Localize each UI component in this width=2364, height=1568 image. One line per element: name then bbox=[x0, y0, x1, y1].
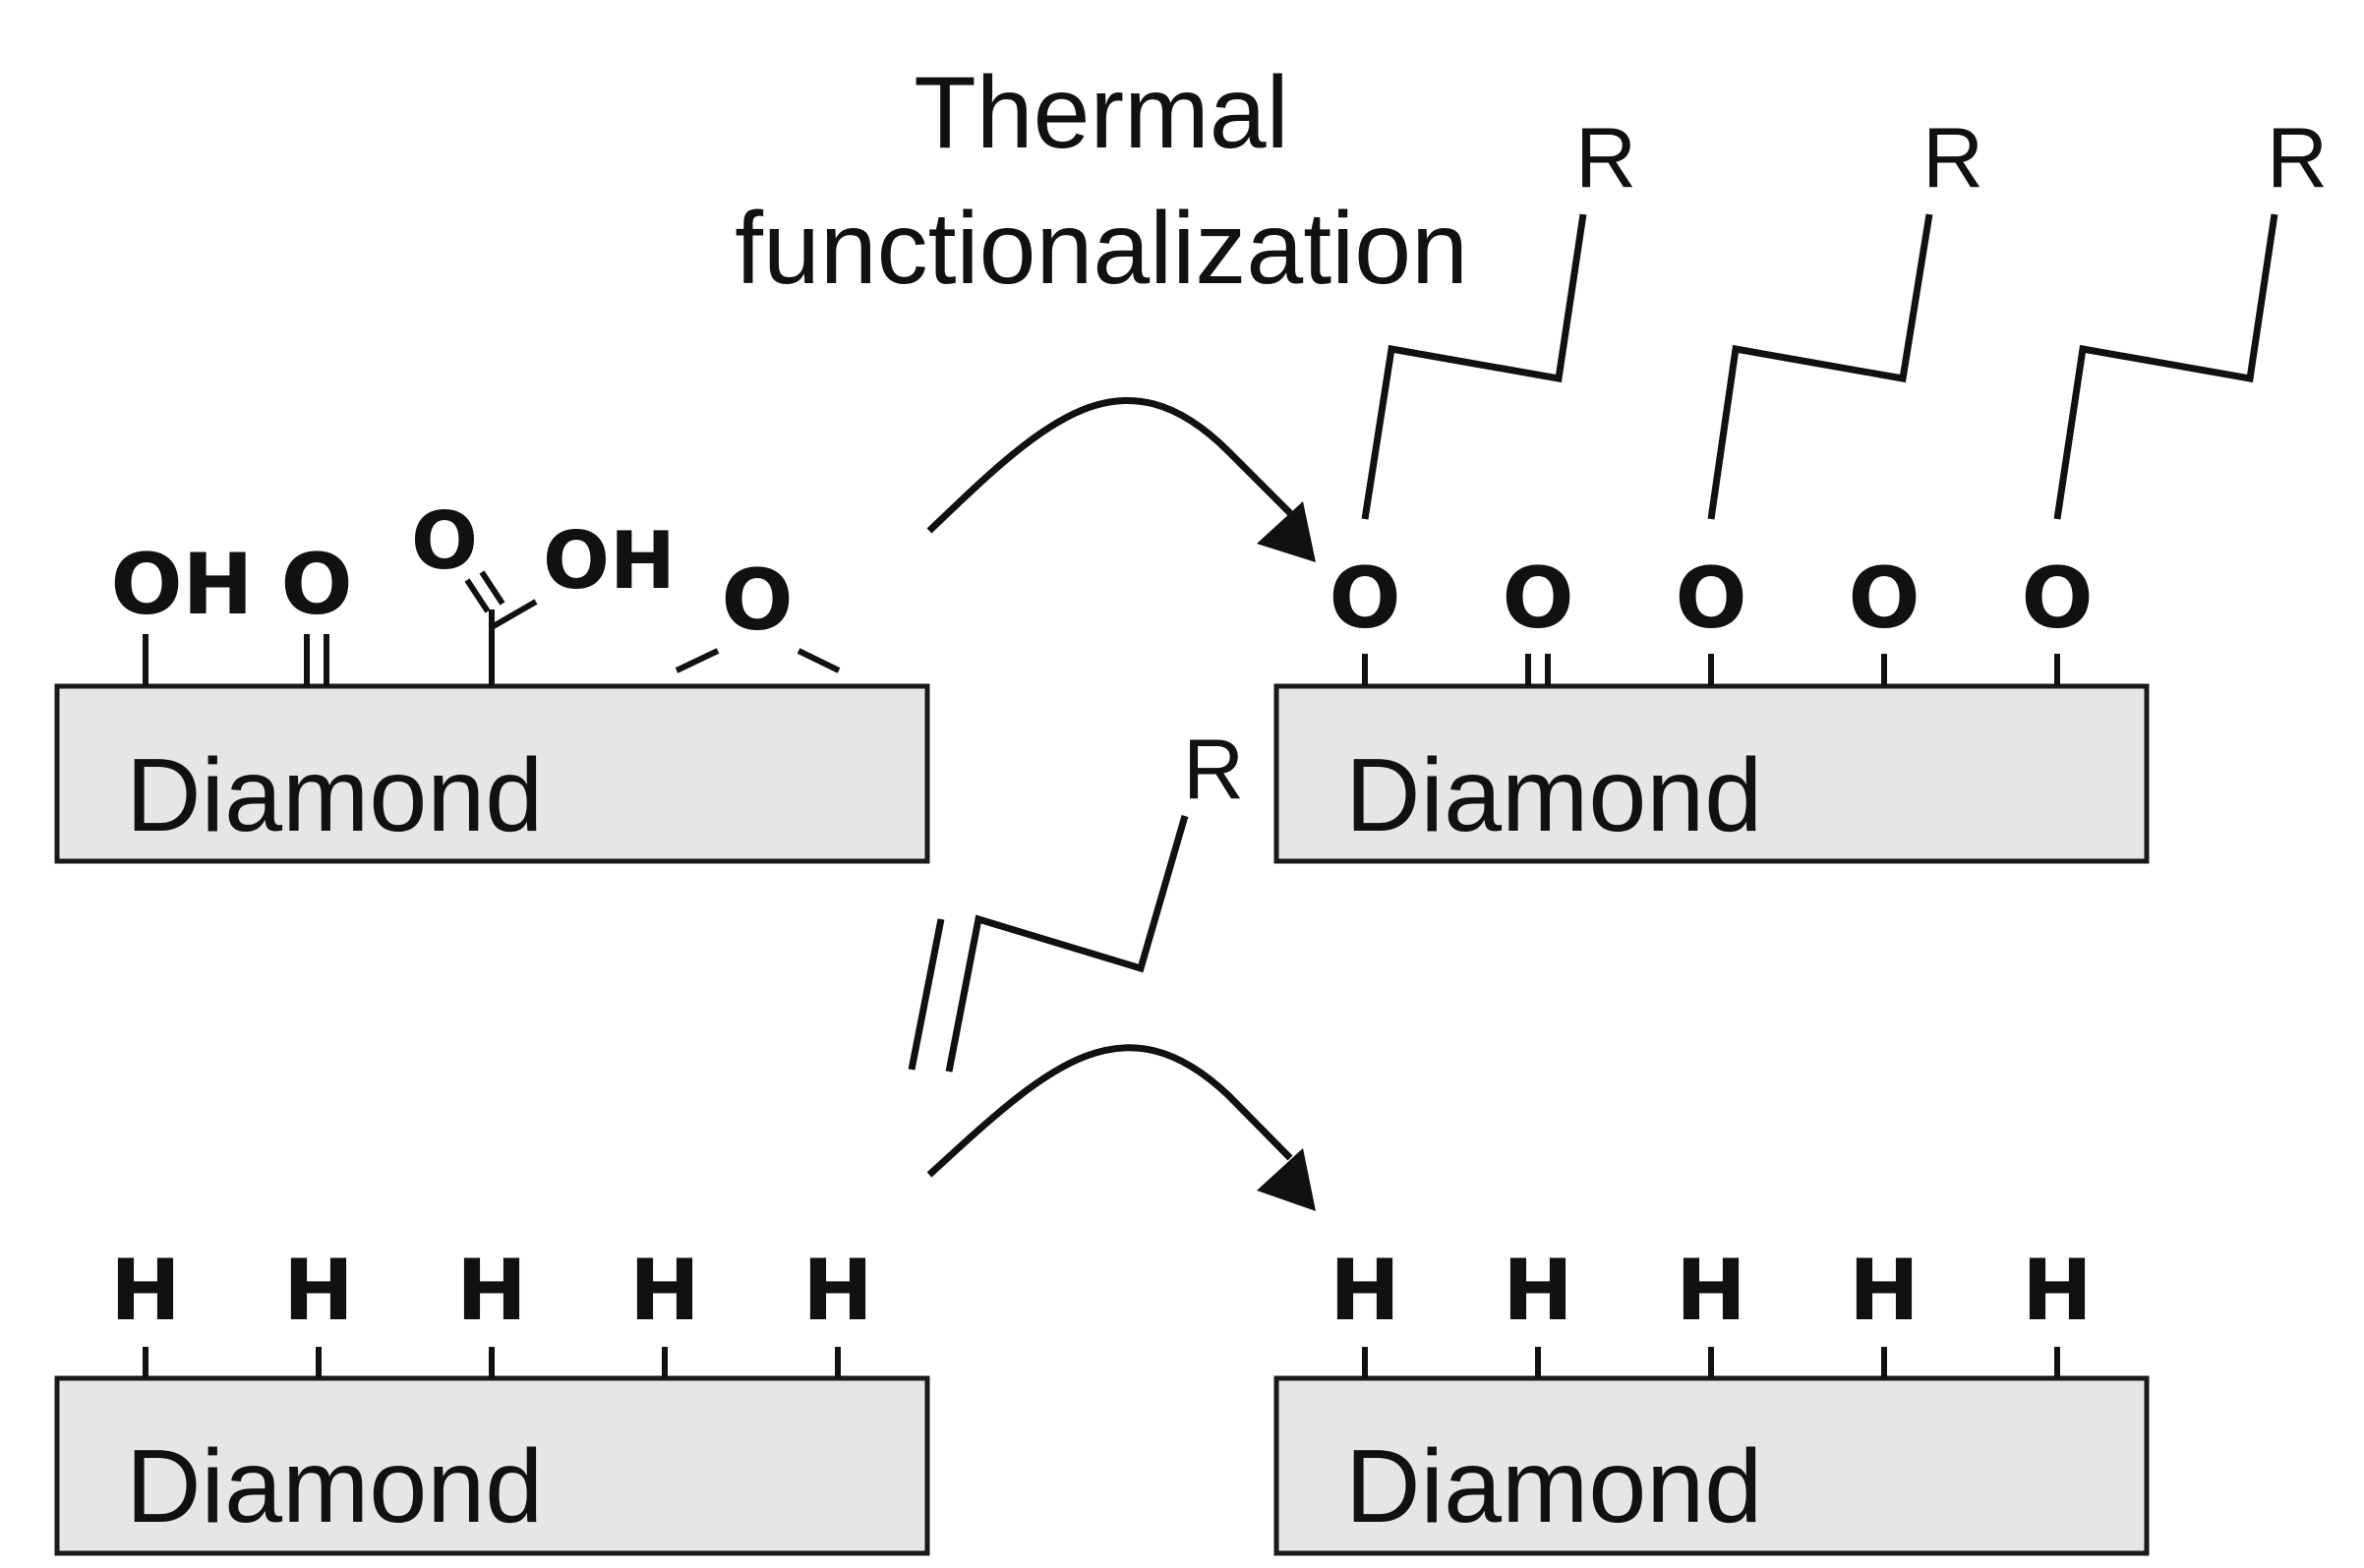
start-h-5: H bbox=[802, 1242, 873, 1340]
r-group-reagent: R bbox=[1183, 723, 1244, 817]
alkene-double-bond bbox=[908, 918, 945, 1071]
carbonyl-label: O bbox=[280, 536, 352, 634]
diamond-slab-oxidized-product bbox=[1273, 683, 2150, 864]
product-h-3: H bbox=[1676, 1242, 1746, 1340]
alkyl-chain-2 bbox=[1707, 213, 1933, 520]
arrowhead-bottom bbox=[1257, 1148, 1316, 1211]
title-line-1: Thermal bbox=[914, 56, 1288, 170]
arrowhead-top bbox=[1257, 501, 1316, 562]
r-group-1: R bbox=[1575, 111, 1636, 205]
diamond-label-hydrogen-product: Diamond bbox=[1345, 1428, 1762, 1544]
diamond-slab-oxidized-start bbox=[54, 683, 930, 864]
product-h-5: H bbox=[2022, 1242, 2093, 1340]
product-h-2: H bbox=[1503, 1242, 1573, 1340]
alkene-reagent: R bbox=[908, 723, 1244, 1073]
oxidized-start-panel: Diamond OH O O OH O bbox=[54, 495, 930, 864]
diamond-label-oxidized-start: Diamond bbox=[126, 737, 543, 853]
start-h-3: H bbox=[456, 1242, 527, 1340]
hydroxyl-label: OH bbox=[110, 536, 253, 634]
ether-label: O bbox=[721, 552, 793, 650]
thermal-arrow-bottom bbox=[926, 1044, 1293, 1178]
product-o-1: O bbox=[1329, 550, 1400, 648]
r-group-3: R bbox=[2267, 111, 2328, 205]
oxidized-product-panel: Diamond O O O O O R R R bbox=[1273, 111, 2328, 864]
diamond-label-oxidized-product: Diamond bbox=[1345, 737, 1762, 853]
product-h-1: H bbox=[1330, 1242, 1400, 1340]
diamond-label-hydrogen-start: Diamond bbox=[126, 1428, 543, 1544]
alkyl-chain-1 bbox=[1361, 213, 1587, 520]
product-h-4: H bbox=[1849, 1242, 1920, 1340]
alkene-chain bbox=[945, 815, 1189, 1073]
r-group-2: R bbox=[1922, 111, 1983, 205]
ether-bond-right bbox=[797, 648, 841, 673]
hydrogen-start-panel: Diamond H H H H H bbox=[54, 1242, 930, 1556]
ether-bond-left bbox=[675, 648, 720, 673]
title-line-2: functionalization bbox=[735, 192, 1468, 306]
product-o-5: O bbox=[2021, 550, 2093, 648]
product-o-3: O bbox=[1675, 550, 1746, 648]
carboxyl-oh-label: OH bbox=[543, 515, 676, 607]
carboxyl-double-bond-1 bbox=[464, 578, 491, 613]
hydrogen-product-panel: Diamond H H H H H bbox=[1273, 1242, 2150, 1556]
carboxyl-double-bond-2 bbox=[479, 570, 505, 606]
start-h-4: H bbox=[629, 1242, 700, 1340]
product-o-2: O bbox=[1502, 550, 1573, 648]
start-h-2: H bbox=[283, 1242, 354, 1340]
alkyl-chain-3 bbox=[2053, 213, 2278, 520]
carboxyl-o-label: O bbox=[411, 495, 478, 587]
diamond-slab-hydrogen-product bbox=[1273, 1375, 2150, 1556]
thermal-arrow-top bbox=[926, 396, 1293, 534]
carboxyl-oh-bond bbox=[490, 599, 538, 630]
start-h-1: H bbox=[110, 1242, 181, 1340]
product-o-4: O bbox=[1848, 550, 1920, 648]
